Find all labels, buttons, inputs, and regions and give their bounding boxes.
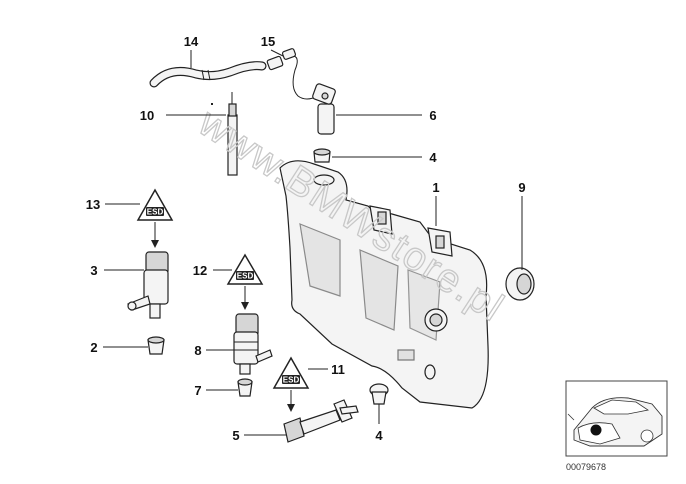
callout-15: 15	[261, 34, 275, 49]
callout-12: 12	[193, 263, 207, 278]
triangle-arrows	[151, 222, 295, 412]
part-6-sensor	[312, 83, 336, 135]
callout-5: 5	[232, 428, 239, 443]
callout-9: 9	[518, 180, 525, 195]
catalog-number: 00079678	[566, 462, 606, 472]
callout-6: 6	[429, 108, 436, 123]
callout-4-lower: 4	[375, 428, 383, 443]
warning-symbol-text: ESD	[237, 272, 254, 281]
part-10-rod	[211, 92, 238, 176]
part-4-cap-lower	[369, 383, 389, 405]
callout-1: 1	[432, 180, 439, 195]
callout-3: 3	[90, 263, 97, 278]
callout-2: 2	[90, 340, 97, 355]
callout-14: 14	[184, 34, 199, 49]
warning-symbol-text: ESD	[283, 376, 300, 385]
callout-10: 10	[140, 108, 154, 123]
callout-8: 8	[194, 343, 201, 358]
part-9-grommet	[505, 267, 535, 301]
car-location-thumbnail	[565, 380, 668, 457]
part-8-pump	[233, 313, 273, 375]
part-4-cap-upper	[313, 148, 331, 163]
leader-lines	[103, 49, 523, 436]
part-14-hose	[149, 61, 267, 88]
warning-triangle-12: ESD	[226, 253, 264, 285]
warning-symbol-text: ESD	[147, 208, 164, 217]
part-15-connector	[266, 48, 319, 100]
callout-4-upper: 4	[429, 150, 437, 165]
part-7-seal	[237, 378, 253, 397]
callout-7: 7	[194, 383, 201, 398]
warning-triangle-11: ESD	[272, 356, 310, 389]
part-2-grommet	[147, 336, 165, 355]
warning-triangle-13: ESD	[136, 188, 174, 221]
callout-11: 11	[331, 362, 345, 377]
part-1-reservoir	[279, 160, 489, 409]
callout-13: 13	[86, 197, 100, 212]
part-5-sensor	[283, 399, 359, 443]
location-marker-icon	[590, 424, 602, 436]
callout-numbers: 14 15 10 6 4 1 9 13 3 12 2 8 7 11 5 4	[86, 34, 526, 443]
part-3-pump	[127, 251, 169, 319]
